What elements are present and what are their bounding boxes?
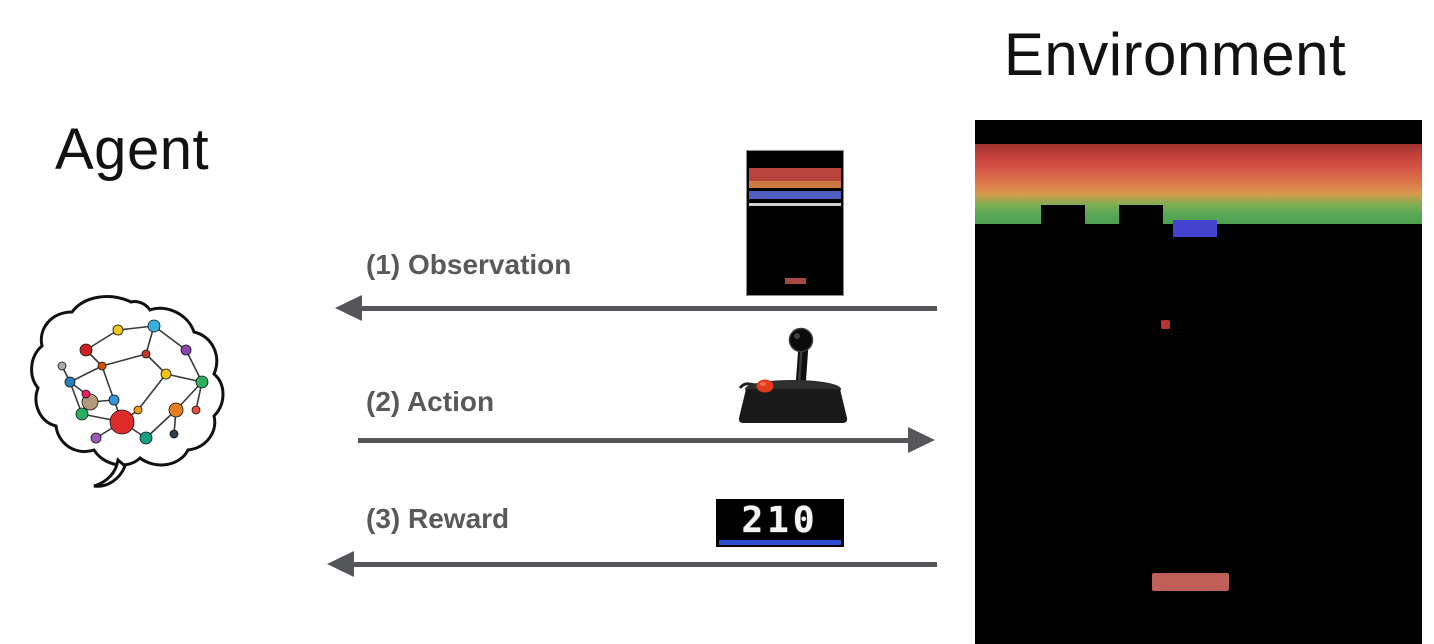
reward-arrow-line	[352, 562, 937, 567]
mini-brick-row-red	[749, 168, 841, 181]
action-arrow-label: (2) Action	[366, 386, 495, 417]
joystick-knob	[788, 327, 814, 353]
joystick-base	[738, 389, 848, 423]
mini-boundary-line	[749, 203, 841, 206]
mini-brick-row-orange	[749, 181, 841, 188]
joystick-red-button-highlight	[760, 382, 766, 386]
score-underline	[719, 540, 841, 545]
brain-network-nodes	[57, 319, 209, 445]
atari-joystick-icon	[738, 327, 848, 423]
environment-title: Environment	[1003, 21, 1347, 88]
action-arrowhead-right-icon	[908, 427, 935, 453]
breakout-game-screen	[975, 120, 1422, 644]
score-display: 210	[716, 499, 844, 547]
joystick-stick	[795, 339, 809, 391]
observation-arrow-line	[360, 306, 937, 311]
joystick-red-button	[756, 379, 774, 393]
breakout-mini-screen	[746, 150, 844, 296]
ball	[1161, 320, 1170, 329]
brick-gap-2	[1119, 205, 1163, 224]
mini-paddle	[785, 278, 806, 284]
mini-brick-row-blue	[749, 191, 841, 199]
brick-gap-1	[1041, 205, 1085, 224]
score-value: 210	[741, 499, 819, 541]
joystick-knob-highlight	[794, 333, 800, 339]
agent-title: Agent	[55, 117, 210, 182]
observation-arrowhead-left-icon	[335, 295, 362, 321]
observation-arrow-label: (1) Observation	[366, 249, 572, 280]
action-arrow-line	[358, 438, 910, 443]
paddle	[1152, 573, 1229, 591]
reward-arrowhead-left-icon	[327, 551, 354, 577]
blue-brick	[1173, 220, 1217, 237]
reward-arrow-label: (3) Reward	[366, 503, 510, 534]
brain-icon	[30, 295, 225, 488]
